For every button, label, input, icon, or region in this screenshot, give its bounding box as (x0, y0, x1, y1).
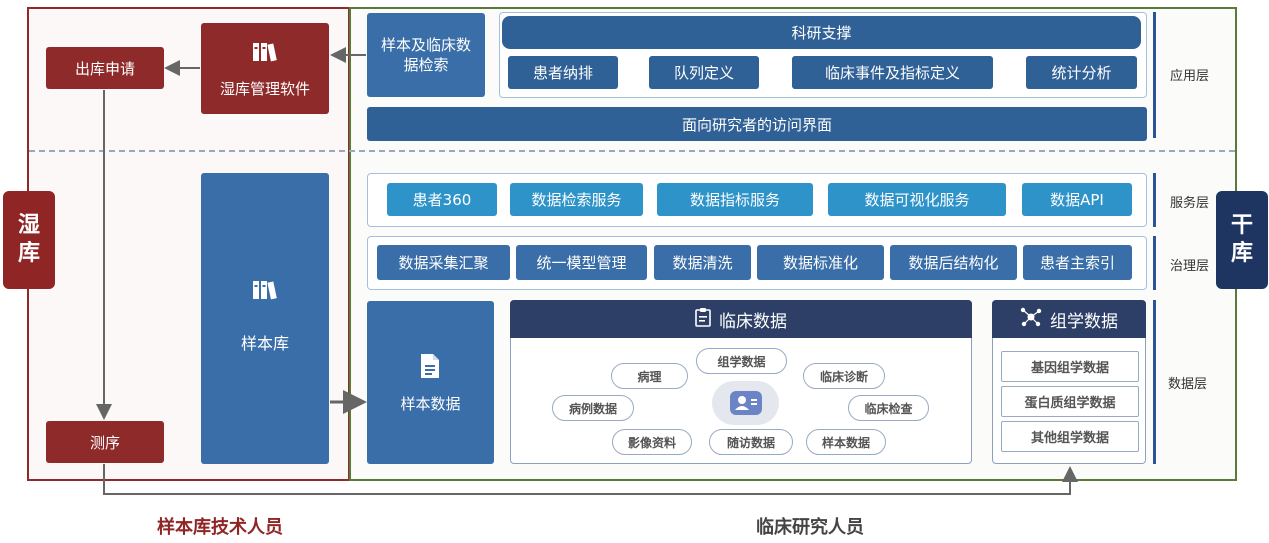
researcher-interface-label: 面向研究者的访问界面 (681, 115, 832, 134)
statistical-analysis-button[interactable]: 统计分析 (1026, 56, 1137, 89)
service-layer-bar (1153, 173, 1156, 227)
omics-item-proteomics[interactable]: 蛋白质组学数据 (1001, 386, 1139, 417)
unified-model-label: 统一模型管理 (536, 254, 627, 272)
clinical-item-imaging-label: 影像资料 (627, 435, 676, 450)
wet-software-box[interactable]: 湿库管理软件 (201, 23, 329, 114)
clinical-item-omics[interactable]: 组学数据 (696, 348, 787, 374)
researcher-interface-bar[interactable]: 面向研究者的访问界面 (367, 107, 1147, 141)
data-visualization-service-button[interactable]: 数据可视化服务 (828, 183, 1006, 216)
clinical-item-sample[interactable]: 样本数据 (806, 429, 886, 455)
molecule-icon (1020, 307, 1042, 332)
clinical-item-sample-label: 样本数据 (821, 435, 870, 450)
sample-clinical-search-box[interactable]: 样本及临床数据检索 (367, 13, 485, 97)
data-post-structuring-button[interactable]: 数据后结构化 (890, 245, 1017, 280)
clinical-item-diagnosis-label: 临床诊断 (819, 369, 868, 384)
clinical-item-case-data-label: 病例数据 (568, 401, 617, 416)
omics-item-proteomics-label: 蛋白质组学数据 (1024, 396, 1116, 411)
dry-lab-tag-text: 干库 (1230, 213, 1253, 266)
wet-lab-tag: 湿库 (3, 191, 55, 289)
sample-data-box[interactable]: 样本数据 (367, 301, 494, 464)
omics-item-genomics[interactable]: 基因组学数据 (1001, 351, 1139, 382)
outbound-request-box[interactable]: 出库申请 (46, 47, 164, 89)
sequencing-box[interactable]: 测序 (46, 421, 164, 463)
clinical-item-exam-label: 临床检查 (864, 401, 913, 416)
patient-inclusion-label: 患者纳排 (532, 64, 593, 82)
outbound-request-label: 出库申请 (74, 59, 135, 78)
data-search-service-label: 数据检索服务 (531, 191, 622, 209)
clinical-item-pathology-label: 病理 (637, 369, 662, 384)
omics-data-title: 组学数据 (1050, 311, 1118, 332)
clinical-item-omics-label: 组学数据 (717, 354, 766, 369)
clinical-item-diagnosis[interactable]: 临床诊断 (803, 363, 885, 389)
sample-clinical-search-label: 样本及临床数据检索 (381, 36, 472, 74)
statistical-analysis-label: 统计分析 (1051, 64, 1112, 82)
data-visualization-service-label: 数据可视化服务 (864, 191, 970, 209)
unified-model-button[interactable]: 统一模型管理 (516, 245, 647, 280)
wet-lab-tag-text: 湿库 (17, 213, 40, 266)
sample-data-label: 样本数据 (400, 394, 461, 413)
application-layer-label: 应用层 (1170, 69, 1210, 84)
footer-biobank-technicians: 样本库技术人员 (157, 517, 283, 538)
data-search-service-button[interactable]: 数据检索服务 (510, 183, 643, 216)
research-support-bar[interactable]: 科研支撑 (502, 16, 1141, 49)
books-icon (251, 279, 281, 301)
clinical-item-pathology[interactable]: 病理 (611, 363, 688, 389)
cohort-definition-button[interactable]: 队列定义 (649, 56, 759, 89)
data-layer-label: 数据层 (1168, 377, 1208, 392)
omics-item-genomics-label: 基因组学数据 (1030, 361, 1109, 376)
research-support-label: 科研支撑 (791, 24, 852, 42)
data-layer-bar (1153, 300, 1156, 464)
clinical-item-followup[interactable]: 随访数据 (709, 429, 793, 455)
clinical-event-definition-label: 临床事件及指标定义 (824, 64, 960, 82)
biobank-label: 样本库 (240, 334, 289, 353)
omics-item-other[interactable]: 其他组学数据 (1001, 421, 1139, 452)
data-post-structuring-label: 数据后结构化 (908, 254, 999, 272)
cohort-definition-label: 队列定义 (673, 64, 734, 82)
clinical-item-exam[interactable]: 临床检查 (848, 395, 929, 421)
clinical-item-followup-label: 随访数据 (726, 435, 775, 450)
dry-lab-tag: 干库 (1216, 191, 1268, 289)
clinical-item-case-data[interactable]: 病例数据 (552, 395, 634, 421)
data-cleansing-label: 数据清洗 (672, 254, 733, 272)
data-metric-service-label: 数据指标服务 (689, 191, 780, 209)
governance-layer-bar (1153, 236, 1156, 290)
sequencing-label: 测序 (89, 433, 120, 452)
patient-inclusion-button[interactable]: 患者纳排 (508, 56, 618, 89)
omics-item-other-label: 其他组学数据 (1030, 431, 1109, 446)
clinical-data-header: 临床数据 (510, 300, 972, 338)
clipboard-icon (695, 307, 711, 332)
clinical-item-imaging[interactable]: 影像资料 (612, 429, 692, 455)
data-collection-label: 数据采集汇聚 (398, 254, 489, 272)
patient-360-label: 患者360 (412, 191, 472, 209)
biobank-box[interactable]: 样本库 (201, 173, 329, 464)
layer-divider (29, 150, 1235, 152)
books-icon (251, 41, 281, 63)
patient-icon (729, 390, 763, 416)
clinical-data-title: 临床数据 (719, 311, 787, 332)
governance-layer-label: 治理层 (1170, 259, 1210, 274)
master-patient-index-label: 患者主索引 (1039, 254, 1115, 272)
application-layer-bar (1153, 12, 1156, 138)
data-standardization-button[interactable]: 数据标准化 (757, 245, 884, 280)
data-standardization-label: 数据标准化 (782, 254, 858, 272)
patient-hub (712, 381, 779, 425)
data-cleansing-button[interactable]: 数据清洗 (654, 245, 751, 280)
patient-360-button[interactable]: 患者360 (387, 183, 497, 216)
clinical-event-definition-button[interactable]: 临床事件及指标定义 (792, 56, 993, 89)
footer-clinical-researchers: 临床研究人员 (756, 517, 864, 538)
data-api-button[interactable]: 数据API (1022, 183, 1132, 216)
wet-software-label: 湿库管理软件 (219, 79, 310, 98)
master-patient-index-button[interactable]: 患者主索引 (1023, 245, 1132, 280)
data-api-label: 数据API (1050, 191, 1104, 209)
service-layer-label: 服务层 (1170, 196, 1210, 211)
data-metric-service-button[interactable]: 数据指标服务 (657, 183, 813, 216)
omics-data-header: 组学数据 (992, 300, 1146, 338)
document-icon (417, 353, 443, 379)
data-collection-button[interactable]: 数据采集汇聚 (377, 245, 510, 280)
